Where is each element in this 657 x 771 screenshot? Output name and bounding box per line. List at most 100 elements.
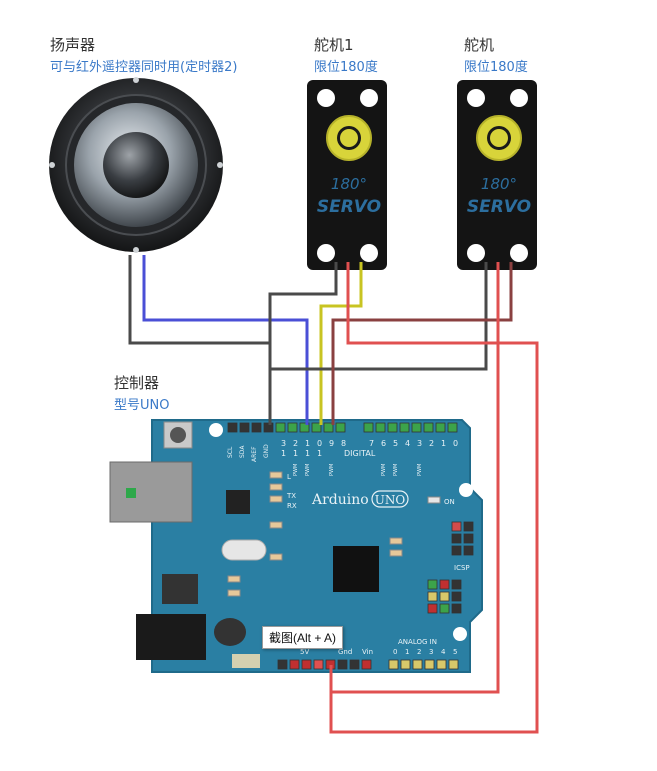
servo1-mount-hole <box>360 89 378 107</box>
smd-part <box>269 521 283 529</box>
header-pin-digital <box>311 422 322 433</box>
analog-pin-label: 2 <box>417 648 421 656</box>
servo2-title: 舵机 <box>464 36 495 54</box>
servo1-angle: 180° <box>331 175 367 193</box>
analog-pin-label: 4 <box>441 648 446 656</box>
header-pin-block <box>451 603 462 614</box>
servo2-shaft-cap <box>490 129 508 147</box>
pin-num: 8 <box>341 439 346 448</box>
speaker-screw <box>133 77 139 83</box>
header-pin-block <box>439 591 450 602</box>
pwm-label: PWM <box>293 464 299 476</box>
header-pin-icsp <box>451 521 462 532</box>
power-pin-label: Gnd <box>338 648 352 656</box>
header-pin-power <box>337 659 348 670</box>
header-pin-dark <box>227 422 238 433</box>
header-pin-digital <box>335 422 346 433</box>
wire-servo1-signal <box>319 262 363 425</box>
board-model: UNO <box>375 493 406 507</box>
board-mount-hole <box>459 483 473 497</box>
header-pin-block <box>427 603 438 614</box>
board-rx-label: RX <box>287 502 297 510</box>
servo1-note: 限位180度 <box>314 60 378 75</box>
pin-num: 6 <box>381 439 386 448</box>
servo1-shaft-cap <box>340 129 358 147</box>
header-pin-power <box>349 659 360 670</box>
pin-num: 5 <box>393 439 398 448</box>
board-analog-label: ANALOG IN <box>398 638 437 646</box>
servo2: 180° SERVO <box>457 80 537 270</box>
header-pin-digital <box>387 422 398 433</box>
board-icsp-label: ICSP <box>454 564 470 572</box>
pin-label-scl: SCL <box>227 446 234 458</box>
main-chip <box>333 546 379 592</box>
analog-pin-label: 3 <box>429 648 433 656</box>
pwm-label: PWM <box>393 464 399 476</box>
fuse <box>232 654 260 668</box>
pin-num: 0 <box>317 439 322 448</box>
pwm-label: PWM <box>305 464 311 476</box>
smd-part <box>227 589 241 597</box>
pwm-label: PWM <box>381 464 387 476</box>
wire-servo2-ground <box>270 262 488 371</box>
header-pin-analog <box>388 659 399 670</box>
board-digital-label: DIGITAL <box>344 449 376 458</box>
pin-num: 2 <box>429 439 434 448</box>
board-model-outline <box>371 490 409 508</box>
controller-title: 控制器 <box>114 374 160 392</box>
wire-servo2-power <box>331 262 500 694</box>
pin-num: 9 <box>329 439 334 448</box>
header-pin-analog <box>448 659 459 670</box>
pin-num: 1 <box>281 449 286 458</box>
pin-num: 1 <box>441 439 446 448</box>
servo2-mount-hole <box>510 89 528 107</box>
pin-headers <box>227 422 474 670</box>
header-pin-icsp <box>451 545 462 556</box>
smd-part <box>269 495 283 503</box>
header-pin-digital <box>411 422 422 433</box>
pin-num: 0 <box>453 439 458 448</box>
pin-num: 3 <box>417 439 422 448</box>
screenshot-tooltip: 截图(Alt + A) <box>262 626 344 649</box>
power-jack <box>136 614 206 660</box>
header-pin-icsp <box>463 545 474 556</box>
header-pin-dark <box>239 422 250 433</box>
board-brand: Arduino <box>311 492 369 508</box>
pin-num: 1 <box>293 449 298 458</box>
header-pin-block <box>427 579 438 590</box>
servo1-mount-hole <box>360 244 378 262</box>
header-pin-analog <box>412 659 423 670</box>
pin-num: 1 <box>305 439 310 448</box>
header-pin-digital <box>375 422 386 433</box>
servo2-mount-hole <box>467 244 485 262</box>
board-tx-label: TX <box>286 492 296 500</box>
header-pin-icsp <box>451 533 462 544</box>
servo2-brand: SERVO <box>467 197 531 217</box>
header-pin-digital <box>299 422 310 433</box>
servo1-mount-hole <box>317 89 335 107</box>
power-pin-label: Vin <box>362 648 373 656</box>
pwm-label: PWM <box>417 464 423 476</box>
header-pin-icsp <box>463 533 474 544</box>
wire-servo1-power <box>329 262 539 734</box>
wire-servo1-ground <box>268 262 338 425</box>
header-pin-block <box>451 579 462 590</box>
smd-part <box>269 483 283 491</box>
servo2-mount-hole <box>467 89 485 107</box>
servo1-brand: SERVO <box>317 197 381 217</box>
analog-pin-label: 1 <box>405 648 409 656</box>
usb-led <box>126 488 136 498</box>
header-pin-power <box>301 659 312 670</box>
board-mount-hole <box>453 627 467 641</box>
header-pin-power <box>277 659 288 670</box>
header-pin-digital <box>323 422 334 433</box>
servo2-angle: 180° <box>481 175 517 193</box>
header-pin-analog <box>436 659 447 670</box>
servo2-note: 限位180度 <box>464 60 528 75</box>
header-pin-analog <box>400 659 411 670</box>
pin-num: 1 <box>317 449 322 458</box>
board-on-label: ON <box>444 498 455 506</box>
header-pin-block <box>427 591 438 602</box>
header-pin-digital <box>287 422 298 433</box>
pin-num: 7 <box>369 439 374 448</box>
